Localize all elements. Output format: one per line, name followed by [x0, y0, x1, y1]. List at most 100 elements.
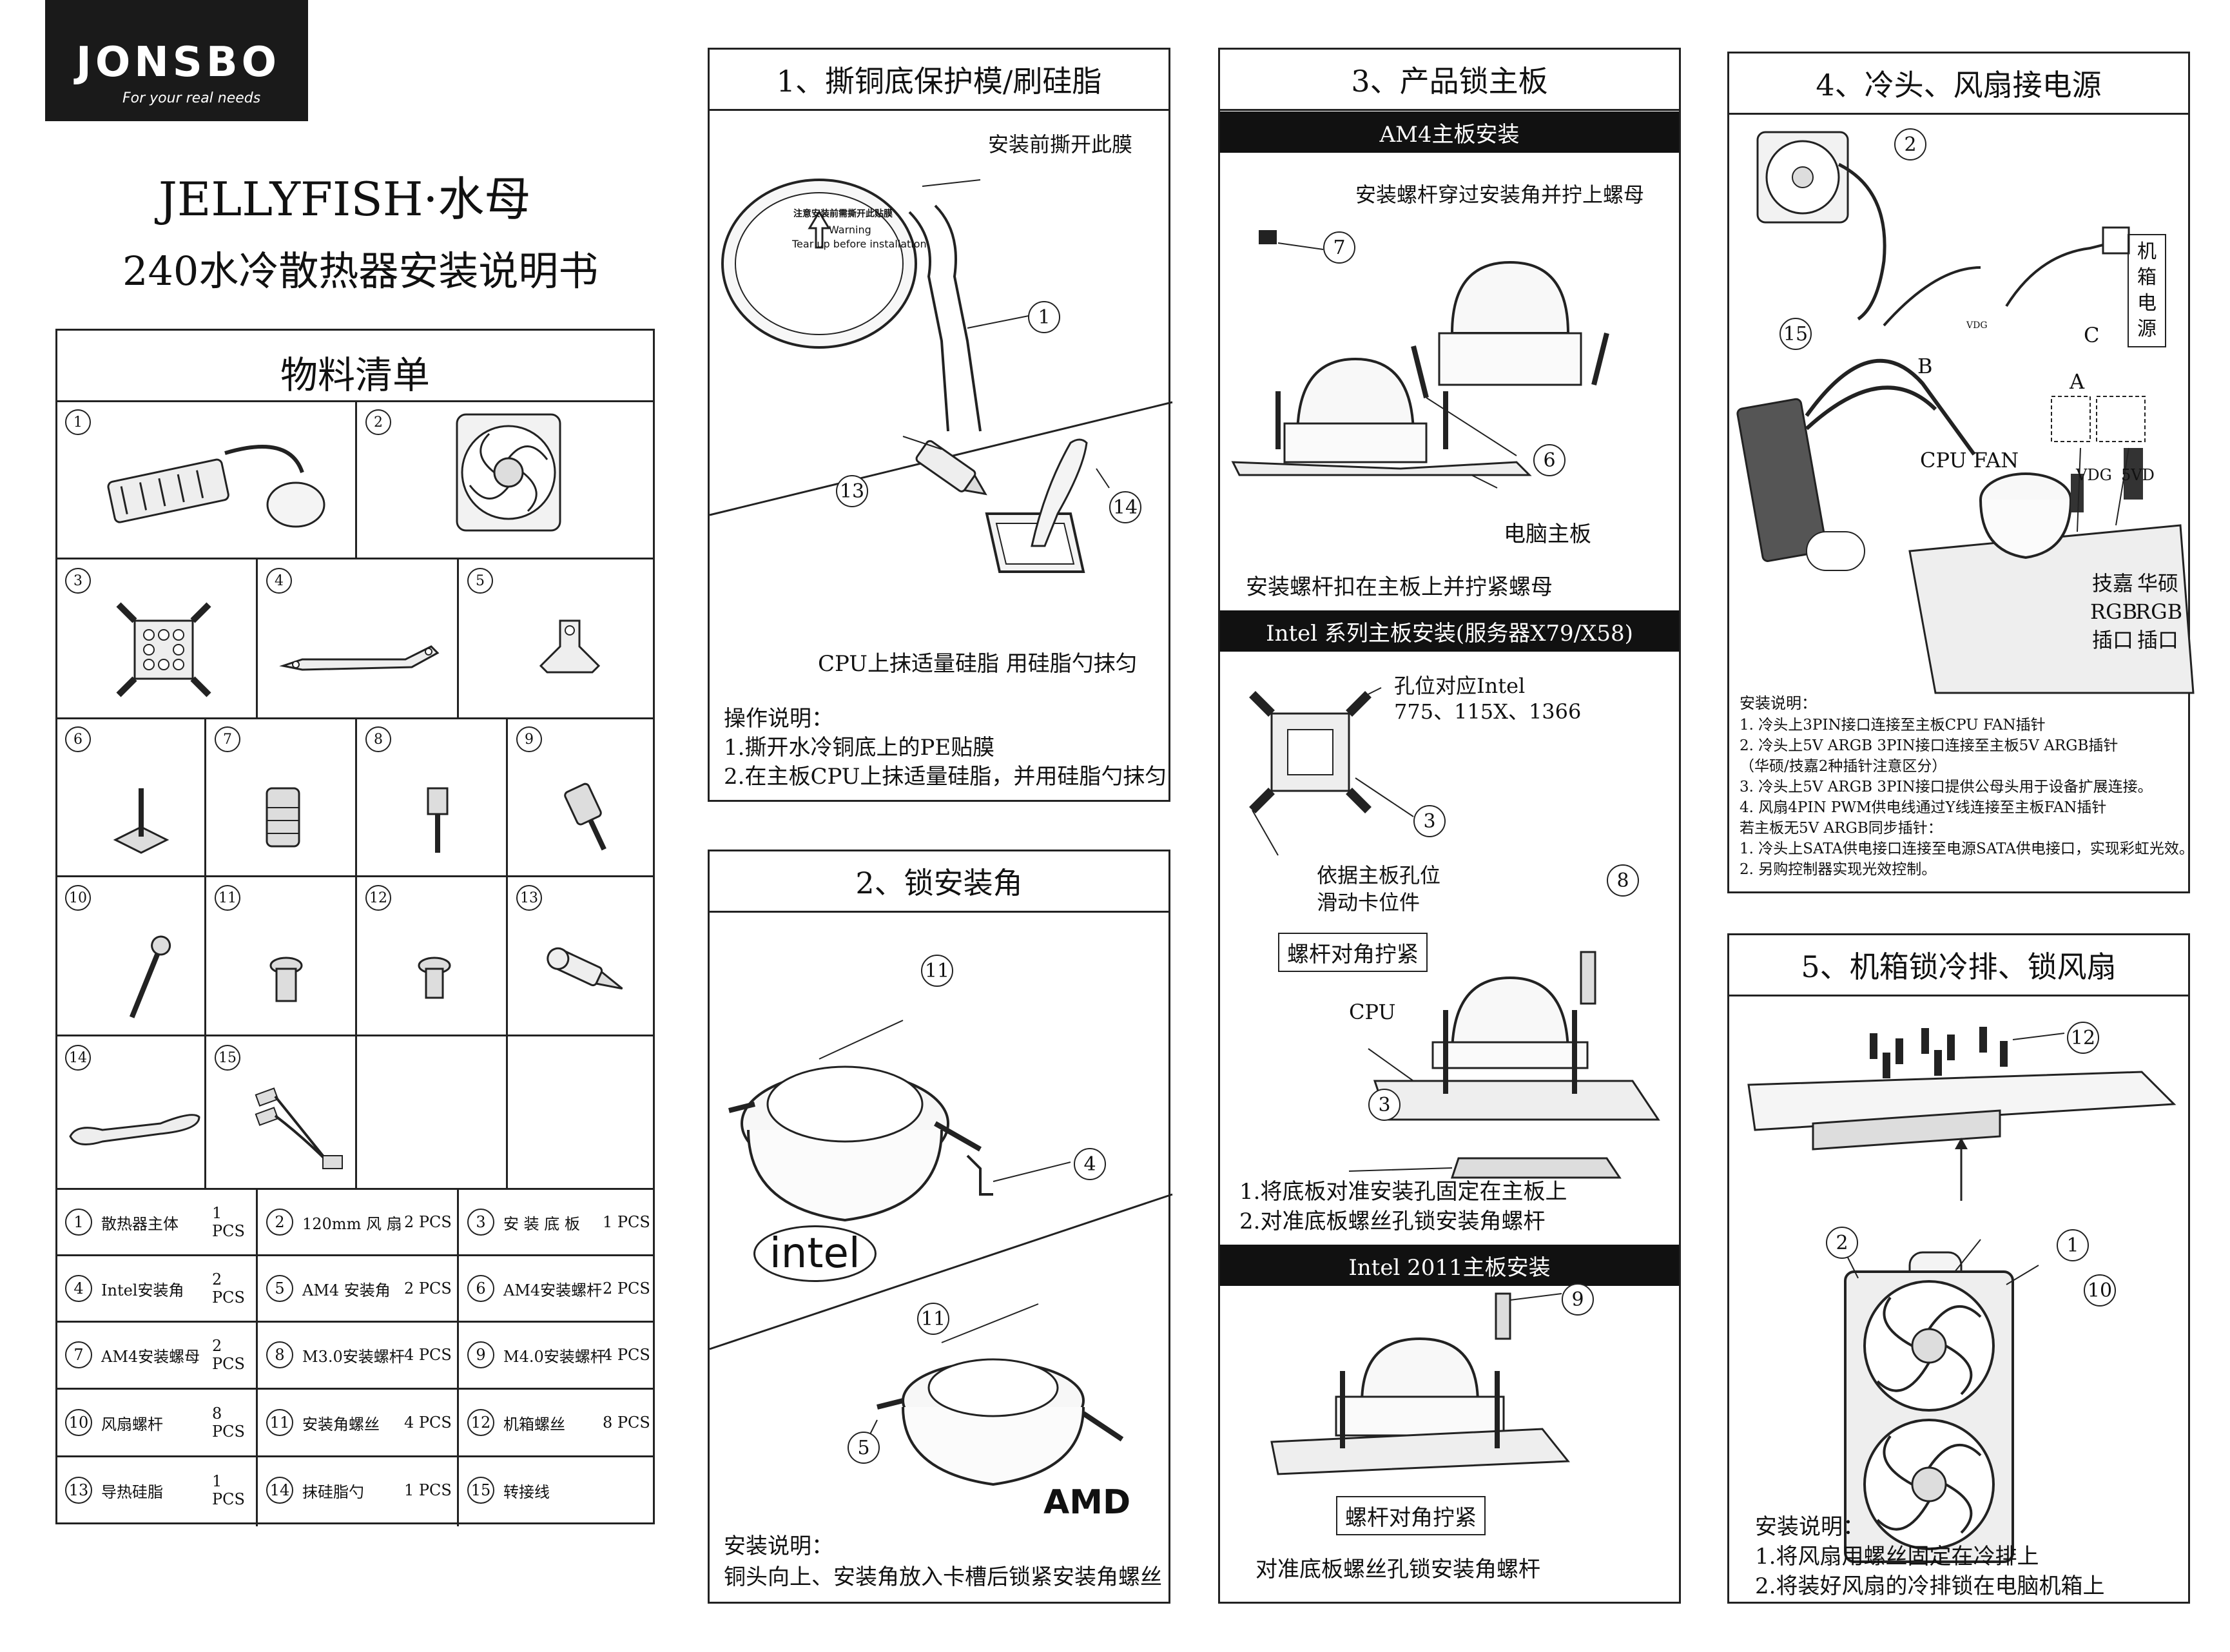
warning-cn-label: 注意安装前需撕开此贴膜 — [793, 209, 893, 219]
callout-1: 1 — [2057, 1229, 2089, 1261]
part-number: 11 — [215, 885, 240, 911]
section-title: 5、机箱锁冷排、锁风扇 — [1729, 935, 2188, 996]
m4-screw-illustration — [564, 782, 606, 851]
adapter-cable-illustration — [255, 1087, 343, 1169]
section-5-panel: 5、机箱锁冷排、锁风扇 12 2 1 10 安装说明： 1.将风扇用螺丝固定在冷… — [1727, 933, 2190, 1604]
intel-bar: Intel 系列主板安装(服务器X79/X58) — [1220, 610, 1679, 652]
backplate-illustration — [116, 602, 211, 697]
amd-logo: AMD — [1043, 1483, 1131, 1522]
part-number: 6 — [65, 726, 91, 752]
vdg-pins-label: VDG — [2076, 466, 2112, 484]
callout-9: 9 — [1562, 1283, 1594, 1316]
brand-name: JONSBO — [76, 39, 281, 86]
note-line: 若主板无5V ARGB同步插针： — [1740, 820, 1943, 837]
callout-8: 8 — [1607, 864, 1639, 897]
wiring-illustration — [1736, 131, 2195, 694]
parts-list-panel: 物料清单 1 2 3 4 5 — [55, 329, 655, 1526]
warning-en-label: Warning — [829, 224, 871, 236]
diagonal-tighten-label: 螺杆对角拧紧 — [1278, 933, 1428, 972]
board-label: 电脑主板 — [1504, 521, 1591, 547]
fan-illustration — [456, 413, 561, 532]
hole-label: 775、115X、1366 — [1394, 699, 1582, 724]
case-screw-illustration — [418, 957, 451, 999]
cpu-paste-illustration — [902, 436, 1110, 573]
notes-title: 安装说明： — [724, 1533, 833, 1559]
intel-logo: intel — [753, 1225, 877, 1282]
note-line: 铜头向上、安装角放入卡槽后锁紧安装角螺丝 — [724, 1564, 1162, 1590]
part-number: 10 — [65, 885, 91, 911]
diagonal-tighten-label: 螺杆对角拧紧 — [1336, 1496, 1486, 1535]
slide-label: 滑动卡位件 — [1317, 890, 1420, 915]
brand-tagline: For your real needs — [122, 90, 261, 106]
paste-spatula-illustration — [69, 1114, 200, 1145]
note-line: 3. 冷头上5V ARGB 3PIN接口提供公母头用于设备扩展连接。 — [1740, 779, 2153, 795]
am4-screw-illustration — [113, 788, 170, 854]
am4-note: 安装螺杆穿过安装角并拧上螺母 — [1355, 182, 1645, 207]
section-4-panel: 4、冷头、风扇接电源 2 15 机箱电源 B C A VDG CPU FAN V… — [1727, 52, 2195, 893]
radiator-mount-illustration — [1747, 1027, 2177, 1563]
hole-label: 孔位对应Intel — [1394, 674, 1526, 698]
note-line: 1. 冷头上3PIN接口连接至主板CPU FAN插针 — [1740, 717, 2046, 734]
section-title: 1、撕铜底保护模/刷硅脂 — [710, 50, 1168, 111]
callout-2: 2 — [1894, 128, 1926, 160]
note-line: 4. 风扇4PIN PWM供电线通过Y线连接至主板FAN插针 — [1740, 799, 2107, 816]
callout-2: 2 — [1826, 1227, 1858, 1259]
notes-title: 操作说明： — [724, 706, 833, 732]
am4-bracket-illustration — [539, 619, 601, 674]
intel-bracket-mount-illustration — [709, 1020, 1173, 1486]
wire-label-c: C — [2084, 323, 2100, 347]
section-title: 4、冷头、风扇接电源 — [1729, 53, 2188, 115]
am4-caption: 安装螺杆扣在主板上并拧紧螺母 — [1246, 574, 1553, 600]
m3-screw-illustration — [427, 787, 449, 853]
callout-12: 12 — [2067, 1022, 2099, 1054]
asus-rgb-label: 华硕RGB插口 — [2135, 571, 2183, 652]
part-number: 5 — [467, 568, 493, 594]
intel-note: 2.对准底板螺丝孔锁安装角螺杆 — [1239, 1209, 1546, 1234]
cold-plate-film-illustration — [709, 179, 1173, 516]
product-subtitle: 240水冷散热器安装说明书 — [122, 248, 599, 295]
part-number: 4 — [266, 568, 292, 594]
paste-caption: CPU上抹适量硅脂 用硅脂勺抹匀 — [818, 651, 1138, 677]
note-line: 2. 冷头上5V ARGB 3PIN接口连接至主板5V ARGB插针 — [1740, 737, 2118, 754]
part-number: 12 — [365, 885, 391, 911]
product-title: JELLYFISH·水母 — [159, 172, 531, 226]
gigabyte-rgb-label: 技嘉RGB插口 — [2090, 571, 2138, 652]
section-3-panel: 3、产品锁主板 AM4主板安装 安装螺杆穿过安装角并拧上螺母 7 6 电脑主板 … — [1218, 48, 1681, 1604]
brand-logo: JONSBO For your real needs — [45, 0, 308, 121]
callout-11: 11 — [917, 1303, 949, 1335]
notes-title: 安装说明： — [1755, 1514, 1865, 1540]
part-number: 14 — [65, 1045, 91, 1071]
callout-6: 6 — [1533, 444, 1566, 476]
am4-mount-illustration — [1231, 230, 1609, 489]
wire-label-b: B — [1917, 354, 1933, 378]
note-line: 2. 另购控制器实现光效控制。 — [1740, 861, 1937, 878]
callout-11: 11 — [921, 955, 953, 987]
note-line: （华硕/技嘉2种插针注意区分） — [1740, 758, 1947, 775]
callout-10: 10 — [2084, 1274, 2116, 1307]
intel-backplate-illustration — [1249, 687, 1660, 1179]
intel-bracket-illustration — [279, 645, 440, 671]
note-line: 1. 冷头上SATA供电接口连接至电源SATA供电接口，实现彩虹光效。 — [1740, 841, 2194, 857]
callout-15: 15 — [1779, 318, 1812, 350]
am4-bar: AM4主板安装 — [1220, 112, 1679, 153]
section-1-panel: 1、撕铜底保护模/刷硅脂 安装前撕开此膜 注意安装前需撕开此贴膜 Warning… — [708, 48, 1173, 802]
radiator-illustration — [107, 445, 325, 528]
fan-screw-illustration — [129, 935, 171, 1018]
part-number: 3 — [65, 568, 91, 594]
warning-en-label: Tear up before installation — [792, 238, 927, 250]
psu-label: 机箱电源 — [2128, 234, 2166, 347]
notes-title: 安装说明： — [1740, 694, 1817, 712]
cpu-label: CPU — [1349, 1000, 1396, 1024]
part-number: 1 — [65, 409, 91, 435]
note-line: 2.在主板CPU上抹适量硅脂，并用硅脂勺抹匀 — [724, 764, 1167, 790]
am4-nut-illustration — [266, 787, 300, 848]
